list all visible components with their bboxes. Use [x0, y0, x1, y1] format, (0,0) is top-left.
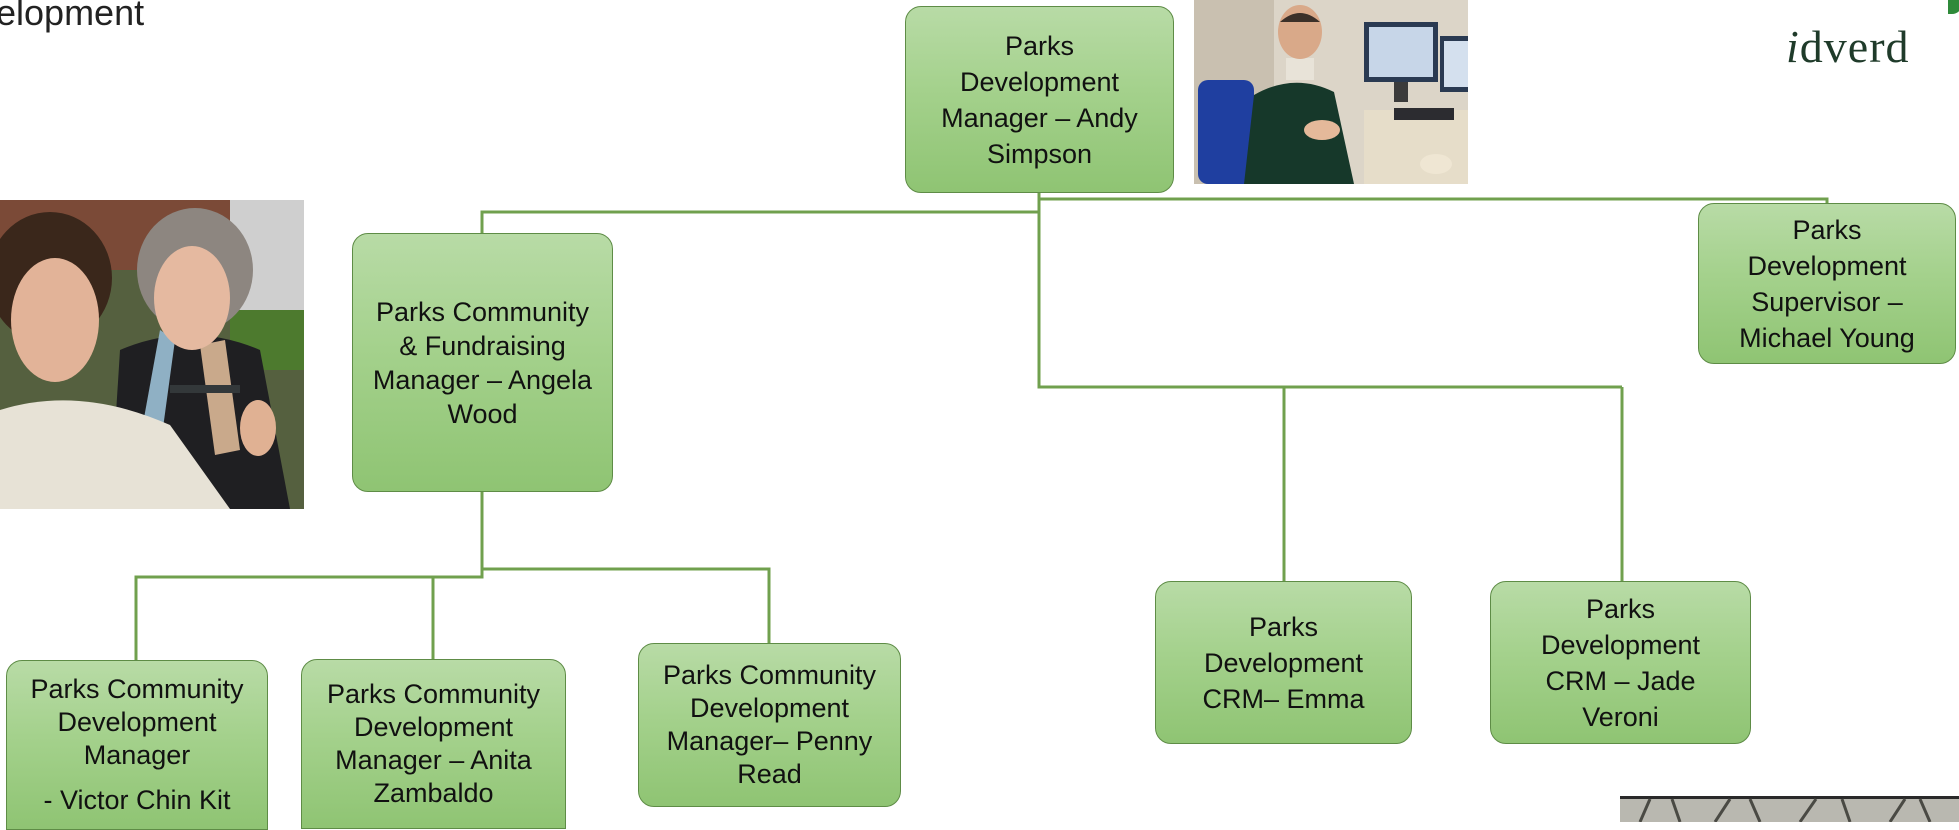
org-node-line: Development	[689, 693, 850, 723]
org-node-line: Michael Young	[1739, 322, 1915, 353]
connector-andy-michael	[1037, 193, 1829, 203]
org-node-line: Manager– Penny	[666, 726, 873, 756]
connector-andy-crm-bus	[1037, 193, 1622, 389]
org-node-victor[interactable]: Parks Community Development Manager - Vi…	[6, 660, 268, 830]
org-node-line: Development	[1540, 629, 1701, 660]
page-title: elopment	[0, 0, 145, 33]
org-node-line: Parks Community	[375, 296, 590, 327]
pair-photo-image	[0, 200, 304, 509]
connector-angela-victor	[134, 492, 484, 660]
org-node-line: Zambaldo	[373, 778, 494, 808]
org-node-line: Development	[959, 66, 1120, 97]
org-node-anita[interactable]: Parks Community Development Manager – An…	[301, 659, 566, 829]
org-node-line: Development	[1747, 250, 1907, 281]
org-node-line: Veroni	[1582, 701, 1659, 732]
trees-photo	[1620, 796, 1959, 822]
org-node-andy[interactable]: Parks Development Manager – Andy Simpson	[905, 6, 1174, 193]
org-node-angela[interactable]: Parks Community & Fundraising Manager – …	[352, 233, 613, 492]
org-node-line: & Fundraising	[399, 330, 566, 361]
andy-photo-image	[1194, 0, 1468, 184]
org-node-line: Wood	[447, 398, 518, 429]
andy-photo	[1194, 0, 1468, 184]
org-node-line: Simpson	[986, 138, 1093, 169]
org-node-penny[interactable]: Parks Community Development Manager– Pen…	[638, 643, 901, 807]
connector-angela-penny	[482, 567, 771, 643]
org-node-line: Parks Community	[326, 679, 541, 709]
org-node-line: Manager – Anita	[335, 745, 532, 775]
idverde-logo: idverd	[1786, 20, 1910, 73]
org-node-line: Development	[353, 712, 514, 742]
logo-leaf-icon	[1948, 0, 1959, 14]
org-node-emma[interactable]: Parks Development CRM– Emma	[1155, 581, 1412, 744]
org-node-line: Manager	[83, 740, 191, 770]
org-node-line: Parks	[1585, 593, 1656, 624]
org-node-line: Parks	[1792, 214, 1862, 245]
connector-andy-angela	[480, 193, 1041, 233]
pair-photo	[0, 200, 304, 509]
trees-photo-image	[1620, 796, 1959, 822]
org-node-line: Parks Community	[662, 660, 877, 690]
org-node-michael[interactable]: Parks Development Supervisor – Michael Y…	[1698, 203, 1956, 364]
org-node-line: Parks Community	[30, 674, 244, 704]
org-node-line: Development	[1203, 647, 1364, 678]
org-node-line: Manager – Angela	[372, 364, 593, 395]
org-node-line: Parks	[1004, 30, 1075, 61]
org-node-line: Manager – Andy	[941, 102, 1138, 133]
org-node-line: Parks	[1248, 611, 1319, 642]
org-node-line: Supervisor –	[1751, 286, 1903, 317]
org-node-jade[interactable]: Parks Development CRM – Jade Veroni	[1490, 581, 1751, 744]
logo-initial: i	[1786, 21, 1800, 72]
org-node-line: - Victor Chin Kit	[43, 785, 231, 815]
org-node-line: Development	[57, 707, 217, 737]
logo-text: dverd	[1799, 21, 1910, 72]
org-node-line: CRM – Jade	[1545, 665, 1696, 696]
org-node-line: Read	[737, 759, 802, 789]
org-node-line: CRM– Emma	[1202, 683, 1365, 714]
